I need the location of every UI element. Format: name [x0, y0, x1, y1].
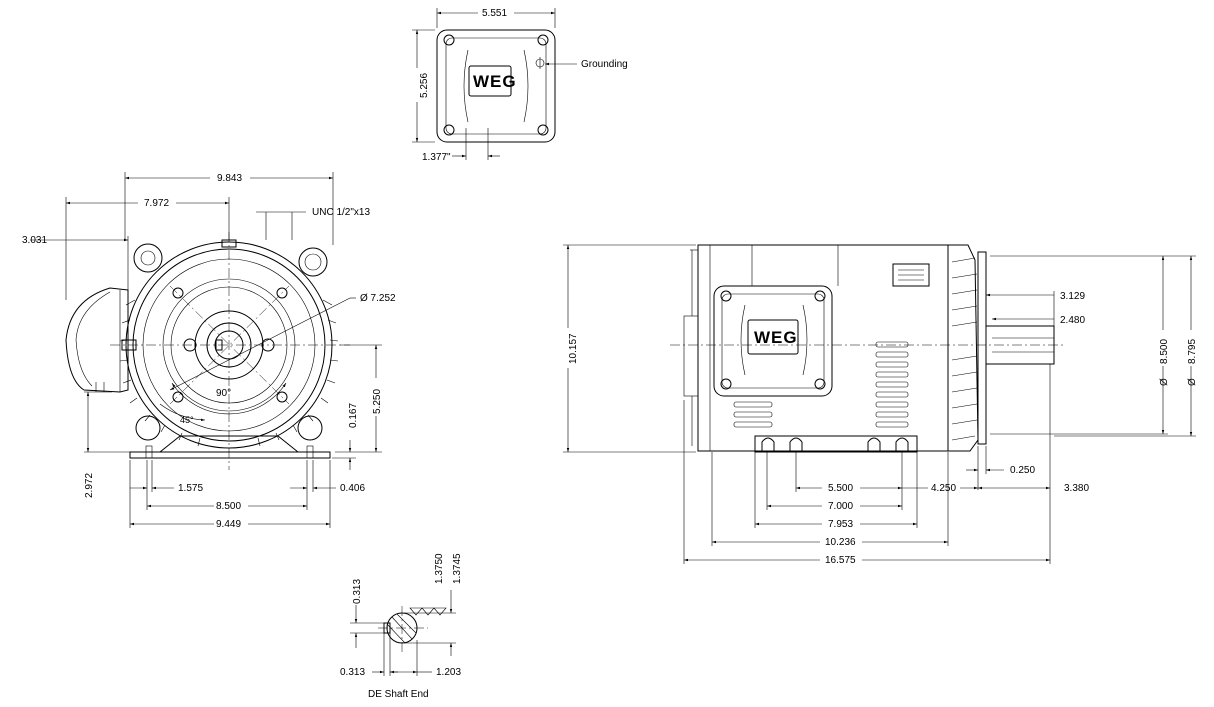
- span-5-label: 16.575: [825, 555, 856, 566]
- angle-90-label: 90°: [216, 388, 231, 399]
- top-logo-text: WEG: [473, 72, 517, 91]
- end-b-label: 3.380: [1064, 483, 1089, 494]
- shaft-dia-min: 1.3745: [452, 553, 463, 584]
- terminal-box-view: WEG 5.551 5.256 1.377" Grounding: [412, 8, 628, 163]
- span-4-label: 10.236: [825, 537, 856, 548]
- front-diameter: Ø 7.252: [360, 293, 396, 304]
- front-base-thickness: 0.167: [348, 403, 359, 428]
- side-dia-sym-a: Ø: [1159, 378, 1170, 386]
- front-width-a: 7.972: [144, 198, 169, 209]
- angle-45-label: 45°: [180, 415, 194, 425]
- front-overall-width: 9.843: [217, 173, 242, 184]
- depth-label: 1.203: [436, 667, 461, 678]
- key-width-label: 0.313: [340, 667, 365, 678]
- base-width-label: 9.449: [216, 519, 241, 530]
- foot-left-label: 1.575: [178, 483, 203, 494]
- foot-span-label: 8.500: [216, 501, 241, 512]
- side-dia-sym-b: Ø: [1187, 378, 1198, 386]
- end-a-label: 4.250: [931, 483, 956, 494]
- top-offset-label: 1.377": [422, 152, 451, 163]
- front-left-offset: 3.031: [22, 235, 47, 246]
- key-height-label: 0.313: [352, 579, 363, 604]
- shaft-dia-max: 1.3750: [434, 553, 445, 584]
- shaft-end-view: 1.3750 1.3745 0.313 0.313 1.203 DE Shaft…: [340, 553, 463, 700]
- shaft-len-b: 2.480: [1060, 315, 1085, 326]
- front-height: 5.250: [372, 389, 383, 414]
- shaft-len-a: 3.129: [1060, 291, 1085, 302]
- top-width-label: 5.551: [482, 8, 507, 19]
- thread-label: UNC 1/2"x13: [312, 207, 370, 218]
- grounding-label: Grounding: [581, 59, 628, 70]
- span-3-label: 7.953: [828, 519, 853, 530]
- top-height-label: 5.256: [419, 73, 430, 98]
- side-dia-a: 8.500: [1159, 339, 1170, 364]
- vent-slots: [733, 341, 909, 428]
- side-dia-b: 8.795: [1187, 339, 1198, 364]
- foot-right-label: 0.406: [340, 483, 365, 494]
- span-1-label: 5.500: [828, 483, 853, 494]
- side-weg-logo: [747, 319, 799, 355]
- shaft-end-caption: DE Shaft End: [368, 689, 429, 700]
- flange-label: 0.250: [1010, 465, 1035, 476]
- side-logo-text: WEG: [754, 328, 798, 347]
- front-base-height: 2.972: [84, 473, 95, 498]
- front-end-view: 90° 45° 9.843 7.972 3.031 UNC 1/2"x13 Ø …: [22, 172, 396, 530]
- weg-logo: [468, 65, 512, 97]
- side-view: WEG: [563, 244, 1198, 566]
- span-2-label: 7.000: [828, 501, 853, 512]
- side-height: 10.157: [568, 333, 579, 364]
